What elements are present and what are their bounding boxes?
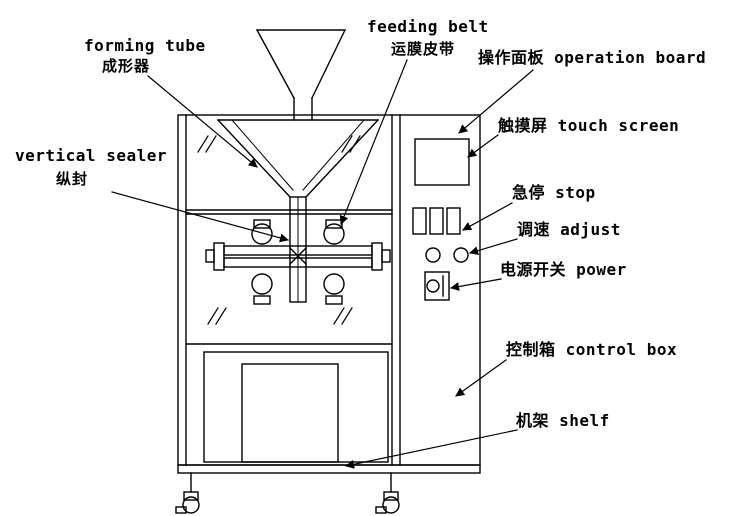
machine-frame [177,114,481,474]
label-shelf: 机架 shelf [516,411,610,430]
label-feeding-belt-en: feeding belt [367,17,489,36]
label-vertical-sealer-zh: 纵封 [56,170,89,188]
leader-shelf [345,429,518,469]
label-forming-tube-zh: 成形器 [102,57,151,75]
stop-buttons [412,207,461,235]
label-stop: 急停 stop [512,183,596,202]
label-operation-board: 操作面板 operation board [478,48,707,67]
label-power: 电源开关 power [500,260,627,279]
label-touch-screen: 触摸屏 touch screen [498,116,680,135]
hopper [256,29,346,121]
leader-vertical-sealer [111,191,289,243]
power-switch [424,271,450,301]
label-control-box: 控制箱 control box [506,340,678,359]
label-adjust: 调速 adjust [517,220,621,239]
leader-lines [111,59,534,469]
leader-stop [462,202,513,231]
label-feeding-belt-zh: 运膜皮带 [391,40,456,58]
leader-feeding-belt [339,59,408,225]
label-vertical-sealer-en: vertical sealer [15,146,167,165]
casters [175,472,400,514]
leader-power [450,278,502,291]
hatch-marks [197,135,361,325]
control-panel [412,138,470,301]
leader-operation-board [458,69,534,134]
leader-forming-tube [147,75,258,168]
leader-adjust [469,238,518,256]
adjust-knobs [425,247,469,263]
touch-screen-rect [414,138,470,186]
lower-door [203,351,389,463]
leader-touch-screen [467,134,499,158]
vertical-sealer-assembly [205,196,391,305]
label-forming-tube-en: forming tube [84,36,206,55]
leader-control-box [455,359,507,397]
